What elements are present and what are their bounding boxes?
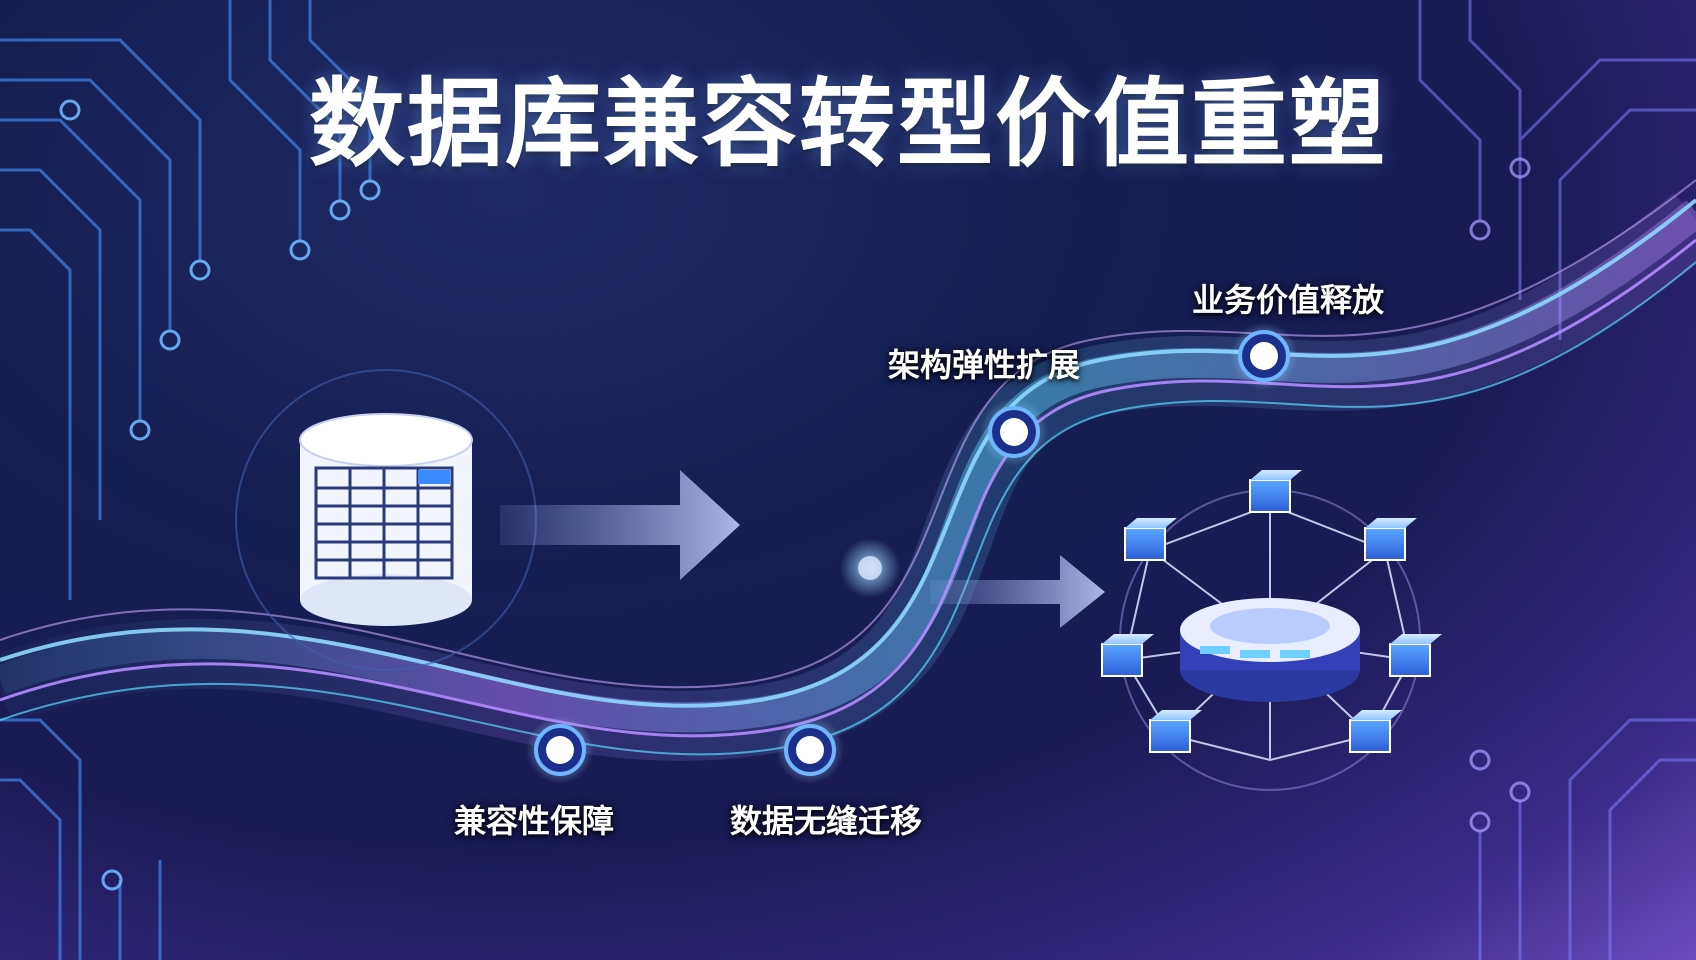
distributed-database-network-icon xyxy=(1101,470,1442,791)
circuit-traces-left xyxy=(0,0,372,960)
right-arrow-icon xyxy=(500,470,740,580)
wave-glow-dot xyxy=(840,538,900,598)
right-arrow-icon xyxy=(930,555,1105,628)
milestone-node-icon xyxy=(1230,322,1298,390)
circuit-pads-left xyxy=(59,99,381,891)
network-node-cube xyxy=(1389,634,1442,677)
milestone-label-elastic-architecture: 架构弹性扩展 xyxy=(888,346,1081,384)
milestone-label-compatibility: 兼容性保障 xyxy=(454,802,615,840)
milestone-node-icon xyxy=(776,716,844,784)
legacy-database-icon xyxy=(235,369,537,671)
circuit-traces-right xyxy=(1418,0,1696,960)
network-node-cube xyxy=(1149,710,1202,753)
circuit-pads-right xyxy=(1469,157,1531,833)
data-flow-wave xyxy=(0,179,1696,761)
network-node-cube xyxy=(1101,634,1154,677)
network-node-cube xyxy=(1364,518,1417,561)
page-title: 数据库兼容转型价值重塑 xyxy=(309,68,1387,180)
network-node-cube xyxy=(1249,470,1302,513)
milestone-label-business-value: 业务价值释放 xyxy=(1192,281,1385,319)
milestone-node-icon xyxy=(526,716,594,784)
network-node-cube xyxy=(1349,710,1402,753)
milestone-node-icon xyxy=(980,398,1048,466)
network-node-cube xyxy=(1124,518,1177,561)
milestone-label-migration: 数据无缝迁移 xyxy=(730,802,923,840)
